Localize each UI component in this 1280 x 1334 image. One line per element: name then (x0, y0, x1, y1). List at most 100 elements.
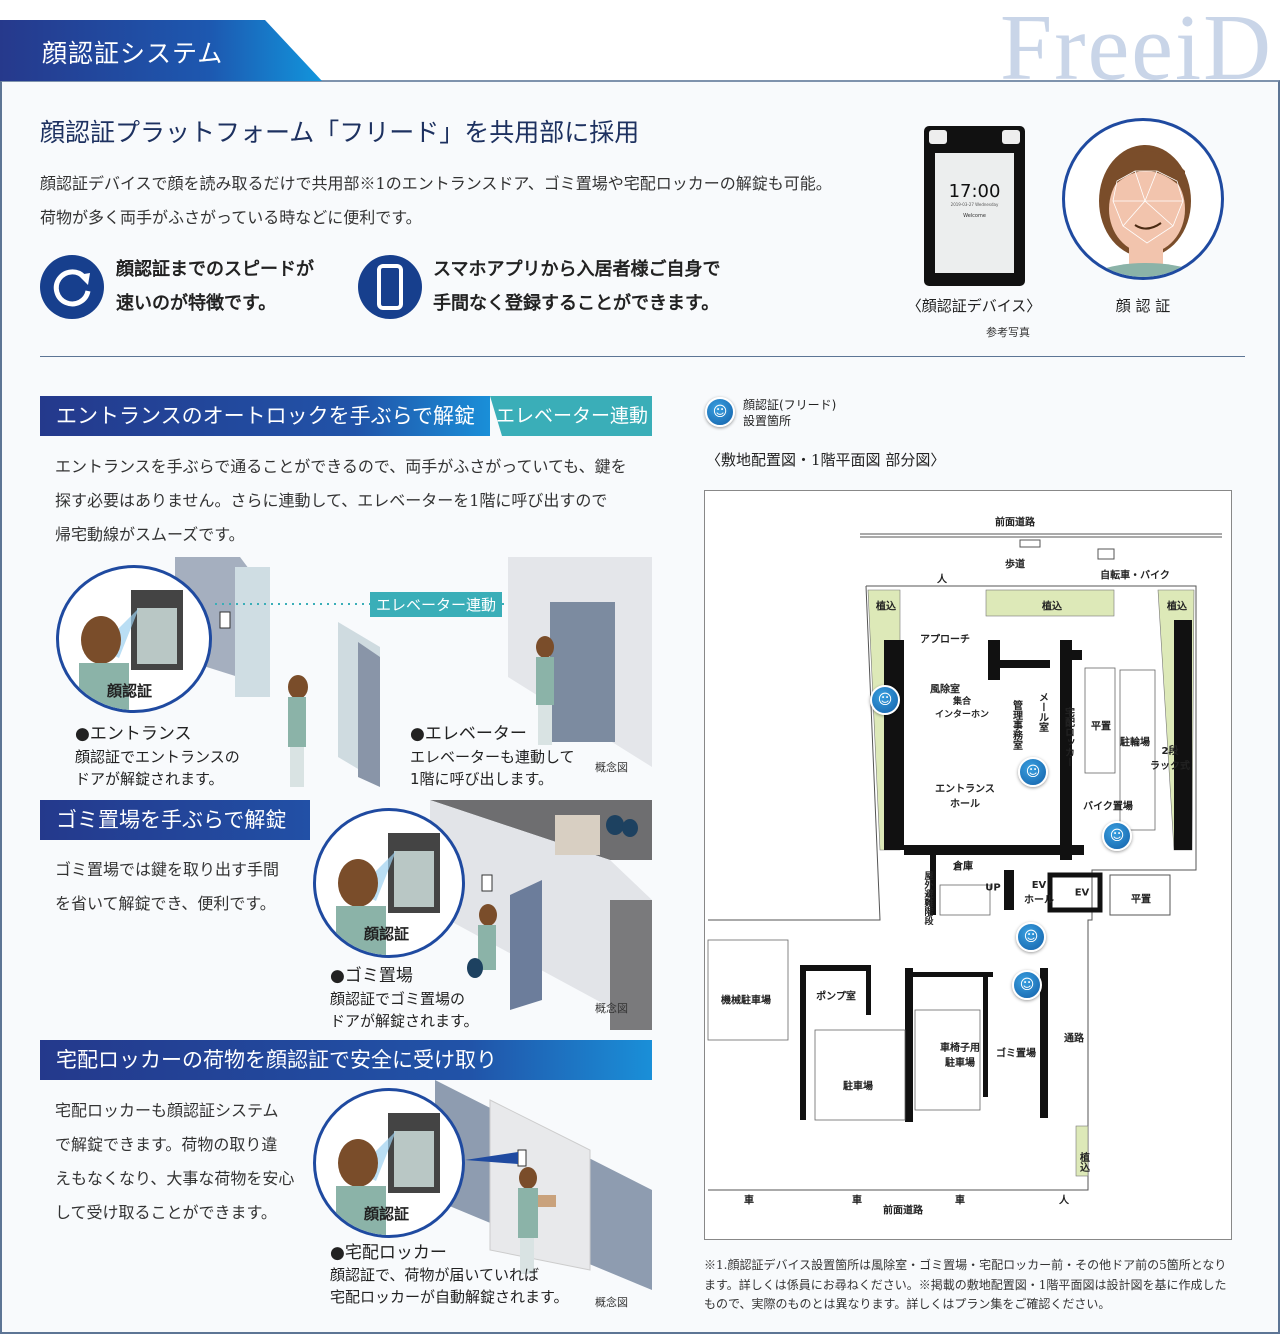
caption-line: 顔認証で、荷物が届いていれば (330, 1266, 539, 1284)
text-line: ゴミ置場では鍵を取り出す手間 (55, 860, 280, 879)
label-ev-hall: EV ホール (1024, 880, 1054, 906)
divider (40, 356, 1245, 357)
text-line: して受け取ることができます。 (55, 1203, 277, 1222)
feature-speed: 顔認証までのスピードが 速いのが特徴です。 (116, 253, 314, 321)
caption-line: ドアが解錠されます。 (330, 1012, 479, 1030)
label-pump-room: ポンプ室 (816, 991, 856, 1003)
elevator-link-label: エレベーター連動 (370, 592, 503, 617)
label-wheelchair-parking: 車椅子用 駐車場 (940, 1043, 980, 1069)
label-bike-entry: 自転車・バイク (1100, 570, 1170, 582)
concept-note: 概念図 (595, 1002, 628, 1015)
text-line: 探す必要はありません。さらに連動して、エレベーターを1階に呼び出すので (55, 491, 608, 510)
locker-face-bubble: 顔認証 (313, 1088, 465, 1238)
caption-title: ●ゴミ置場 (330, 966, 413, 986)
bubble-label: 顔認証 (107, 682, 153, 700)
intro-line: 荷物が多く両手がふさがっている時などに便利です。 (40, 208, 422, 227)
label-bike-parking: バイク置場 (1083, 801, 1133, 813)
label-delivery-locker: 宅配ロッカー (1062, 707, 1074, 767)
photo-note: 参考写真 (986, 326, 1030, 339)
feature-line: 速いのが特徴です。 (116, 293, 277, 314)
locker-text: 宅配ロッカーも顔認証システム で解錠できます。荷物の取り違 えもなくなり、大事な… (55, 1094, 294, 1230)
caption-title: ●エントランス (75, 724, 192, 744)
label-car-entry: 車 (852, 1195, 862, 1207)
locker-illustration (435, 1080, 652, 1290)
label-parking: 駐車場 (843, 1081, 873, 1093)
label-plant: 植込 (1167, 601, 1187, 613)
label-person-entry: 人 (937, 574, 947, 586)
label-plant: 植込 (1077, 1152, 1089, 1172)
label-plant: 植込 (876, 601, 896, 613)
text-line: を省いて解錠でき、便利です。 (55, 894, 276, 913)
feature-line: 顔認証までのスピードが (116, 259, 314, 280)
face-marker-icon: ☺ (1012, 970, 1042, 1000)
garbage-section-header: ゴミ置場を手ぶらで解錠 (40, 800, 310, 840)
device-caption: 〈顔認証デバイス〉 (906, 297, 1042, 315)
label-rack: 2段 ラック式 (1150, 746, 1190, 772)
speed-refresh-icon (40, 255, 104, 319)
caption-line: ドアが解錠されます。 (75, 770, 224, 788)
face-marker-legend-icon: ☺ (705, 397, 735, 427)
text-line: エントランスを手ぶらで通ることができるので、両手がふさがっていても、鍵を (55, 457, 627, 476)
label-car-entry: 車 (744, 1195, 754, 1207)
label-windbreak-room: 風除室 (930, 684, 960, 696)
caption-line: 顔認証でエントランスの (75, 748, 240, 766)
smartphone-icon (358, 255, 422, 319)
label-entrance-hall: エントランス ホール (935, 784, 995, 810)
label-bicycle-parking: 駐輪場 (1120, 737, 1150, 749)
caption-line: 顔認証でゴミ置場の (330, 990, 466, 1008)
caption-title: ●宅配ロッカー (330, 1243, 447, 1263)
face-marker-icon: ☺ (1016, 922, 1046, 952)
caption-garbage: 顔認証でゴミ置場のドアが解錠されます。 (330, 988, 479, 1032)
tab-title: 顔認証システム (42, 39, 224, 68)
label-intercom: 集合 インターホン (934, 697, 990, 720)
feature-line: スマホアプリから入居者様ご自身で (433, 259, 721, 280)
concept-note: 概念図 (595, 1296, 628, 1309)
entrance-section-header: エントランスのオートロックを手ぶらで解錠 (40, 396, 490, 436)
face-marker-icon: ☺ (870, 685, 900, 715)
text-line: 宅配ロッカーも顔認証システム (55, 1101, 279, 1120)
garbage-text: ゴミ置場では鍵を取り出す手間 を省いて解錠でき、便利です。 (55, 853, 279, 921)
locker-section-header: 宅配ロッカーの荷物を顔認証で安全に受け取り (40, 1040, 652, 1080)
label-mail-room: メール室 (1036, 692, 1048, 732)
label-storage: 倉庫 (953, 861, 973, 873)
page-title: 顔認証プラットフォーム「フリード」を共用部に採用 (40, 118, 640, 147)
section-tab: 顔認証システム (0, 20, 322, 81)
legend-line: 顔認証(フリード) (743, 398, 837, 412)
label-stairs: 屋外避難階段 (922, 871, 933, 925)
caption-entrance: 顔認証でエントランスのドアが解錠されます。 (75, 746, 240, 790)
concept-note: 概念図 (595, 761, 628, 774)
label-road: 前面道路 (995, 517, 1035, 529)
entrance-text: エントランスを手ぶらで通ることができるので、両手がふさがっていても、鍵を 探す必… (55, 450, 627, 552)
garbage-illustration (430, 800, 652, 1030)
label-approach: アプローチ (920, 634, 970, 646)
feature-app: スマホアプリから入居者様ご自身で 手間なく登録することができます。 (433, 253, 720, 321)
face-marker-icon: ☺ (1018, 757, 1048, 787)
device-time: 17:00 (948, 181, 1001, 202)
device-date: 2019-03-27 Wednesday (950, 202, 999, 207)
label-plant: 植込 (1042, 601, 1062, 613)
label-garbage: ゴミ置場 (996, 1048, 1036, 1060)
caption-title: ●エレベーター (410, 724, 527, 744)
bubble-label: 顔認証 (364, 925, 410, 943)
face-device-photo: 17:00 2019-03-27 Wednesday Welcome (924, 126, 1025, 286)
plan-title: 〈敷地配置図・1階平面図 部分図〉 (706, 451, 946, 469)
face-recognition-illustration (1062, 118, 1224, 280)
entrance-illustration (175, 557, 652, 787)
label-sidewalk: 歩道 (1005, 559, 1025, 571)
bubble-label: 顔認証 (364, 1205, 410, 1223)
caption-line: エレベーターも連動して (410, 748, 575, 766)
text-line: で解錠できます。荷物の取り違 (55, 1135, 278, 1154)
label-flat: 平置 (1091, 721, 1111, 733)
intro-text: 顔認証デバイスで顔を読み取るだけで共用部※1のエントランスドア、ゴミ置場や宅配ロ… (40, 167, 832, 235)
footnote: ※1.顔認証デバイス設置箇所は風除室・ゴミ置場・宅配ロッカー前・その他ドア前の5… (704, 1258, 1227, 1311)
feature-line: 手間なく登録することができます。 (433, 293, 720, 314)
caption-locker: 顔認証で、荷物が届いていれば宅配ロッカーが自動解錠されます。 (330, 1264, 569, 1308)
floor-plan (704, 490, 1232, 1240)
label-ev: EV (1074, 887, 1090, 899)
label-office: 管理事務室 (1010, 700, 1022, 750)
face-caption: 顔 認 証 (1115, 297, 1171, 315)
label-up: UP (985, 882, 1001, 894)
elevator-link-tag: エレベーター連動 (490, 396, 652, 436)
garbage-face-bubble: 顔認証 (313, 808, 465, 958)
